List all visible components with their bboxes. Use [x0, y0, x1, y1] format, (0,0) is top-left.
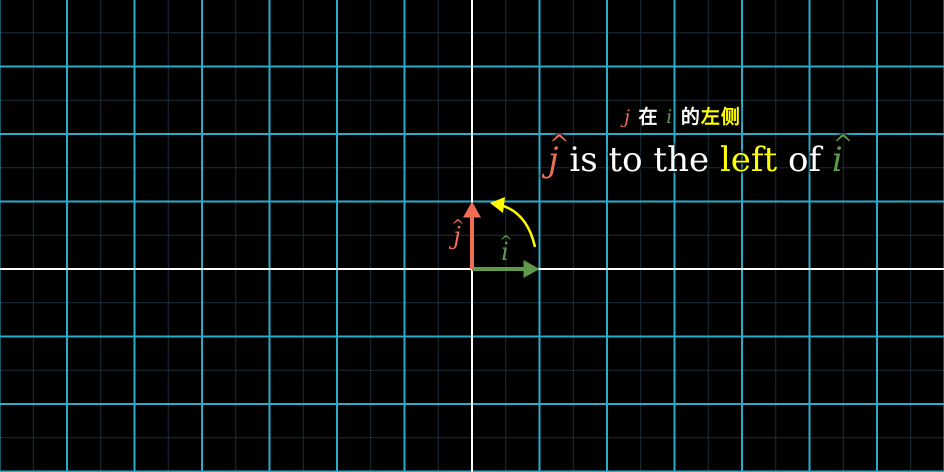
rotation-arrow-arc — [499, 203, 537, 248]
caption-j-hat: j — [548, 130, 559, 180]
caption-cn-i: i — [666, 106, 674, 128]
rotation-arrow — [490, 197, 537, 248]
i-hat-vector — [472, 260, 540, 278]
caption-cn-zai: 在 — [638, 106, 659, 128]
rotation-arrow-head — [490, 197, 505, 213]
caption-left: left — [719, 140, 778, 180]
caption-cn-de: 的 — [680, 106, 701, 128]
caption-cn-left: 左侧 — [700, 106, 741, 128]
english-caption: j is to the left of i — [548, 130, 844, 180]
j-hat-vector — [463, 201, 481, 269]
caption-of: of — [788, 140, 822, 180]
basis-vectors: i^j^ — [448, 197, 540, 278]
j-hat-label-hat: ^ — [451, 216, 464, 235]
caption-is-to-the: is to the — [569, 140, 710, 180]
i-hat-label-hat: ^ — [499, 232, 512, 251]
caption-cn-j: j — [624, 106, 631, 128]
i-hat-label: i — [501, 238, 509, 266]
j-hat-vector-head — [463, 201, 481, 218]
i-hat-vector-head — [523, 260, 540, 278]
chinese-caption: j 在 i 的左侧 — [624, 102, 741, 129]
caption-i-hat: i — [832, 130, 844, 180]
